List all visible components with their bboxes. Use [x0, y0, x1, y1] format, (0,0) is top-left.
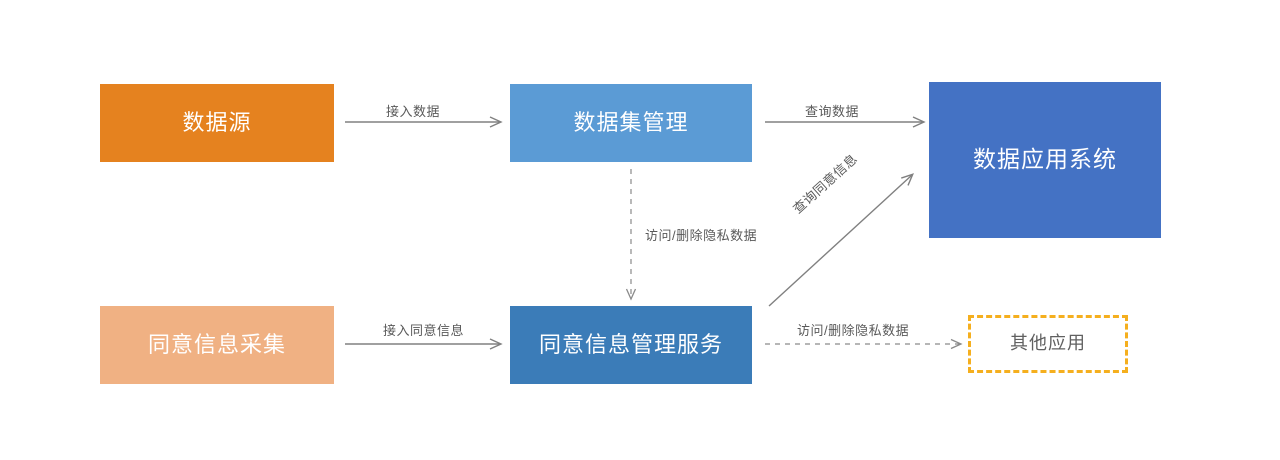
node-data-application-label: 数据应用系统	[973, 146, 1117, 173]
node-other-application-label: 其他应用	[1010, 333, 1086, 354]
node-consent-collection[interactable]: 同意信息采集	[100, 306, 334, 384]
node-other-application[interactable]: 其他应用	[968, 315, 1128, 373]
node-consent-collection-label: 同意信息采集	[147, 331, 286, 357]
node-consent-service[interactable]: 同意信息管理服务	[510, 306, 752, 384]
edge-query-consent-line	[768, 173, 914, 307]
edge-label-ingest-data: 接入数据	[386, 104, 441, 119]
node-data-application[interactable]: 数据应用系统	[929, 82, 1161, 238]
edge-label-privacy-middle: 访问/删除隐私数据	[645, 228, 758, 243]
edge-label-query-data: 查询数据	[805, 104, 860, 119]
node-data-source[interactable]: 数据源	[100, 84, 334, 162]
node-dataset-management[interactable]: 数据集管理	[510, 84, 752, 162]
node-data-source-label: 数据源	[182, 109, 252, 135]
edge-label-privacy-bottom: 访问/删除隐私数据	[797, 323, 910, 338]
edge-label-query-consent: 查询同意信息	[790, 151, 861, 217]
edge-label-ingest-consent: 接入同意信息	[383, 323, 465, 338]
node-dataset-management-label: 数据集管理	[573, 109, 689, 135]
node-consent-service-label: 同意信息管理服务	[538, 331, 723, 357]
